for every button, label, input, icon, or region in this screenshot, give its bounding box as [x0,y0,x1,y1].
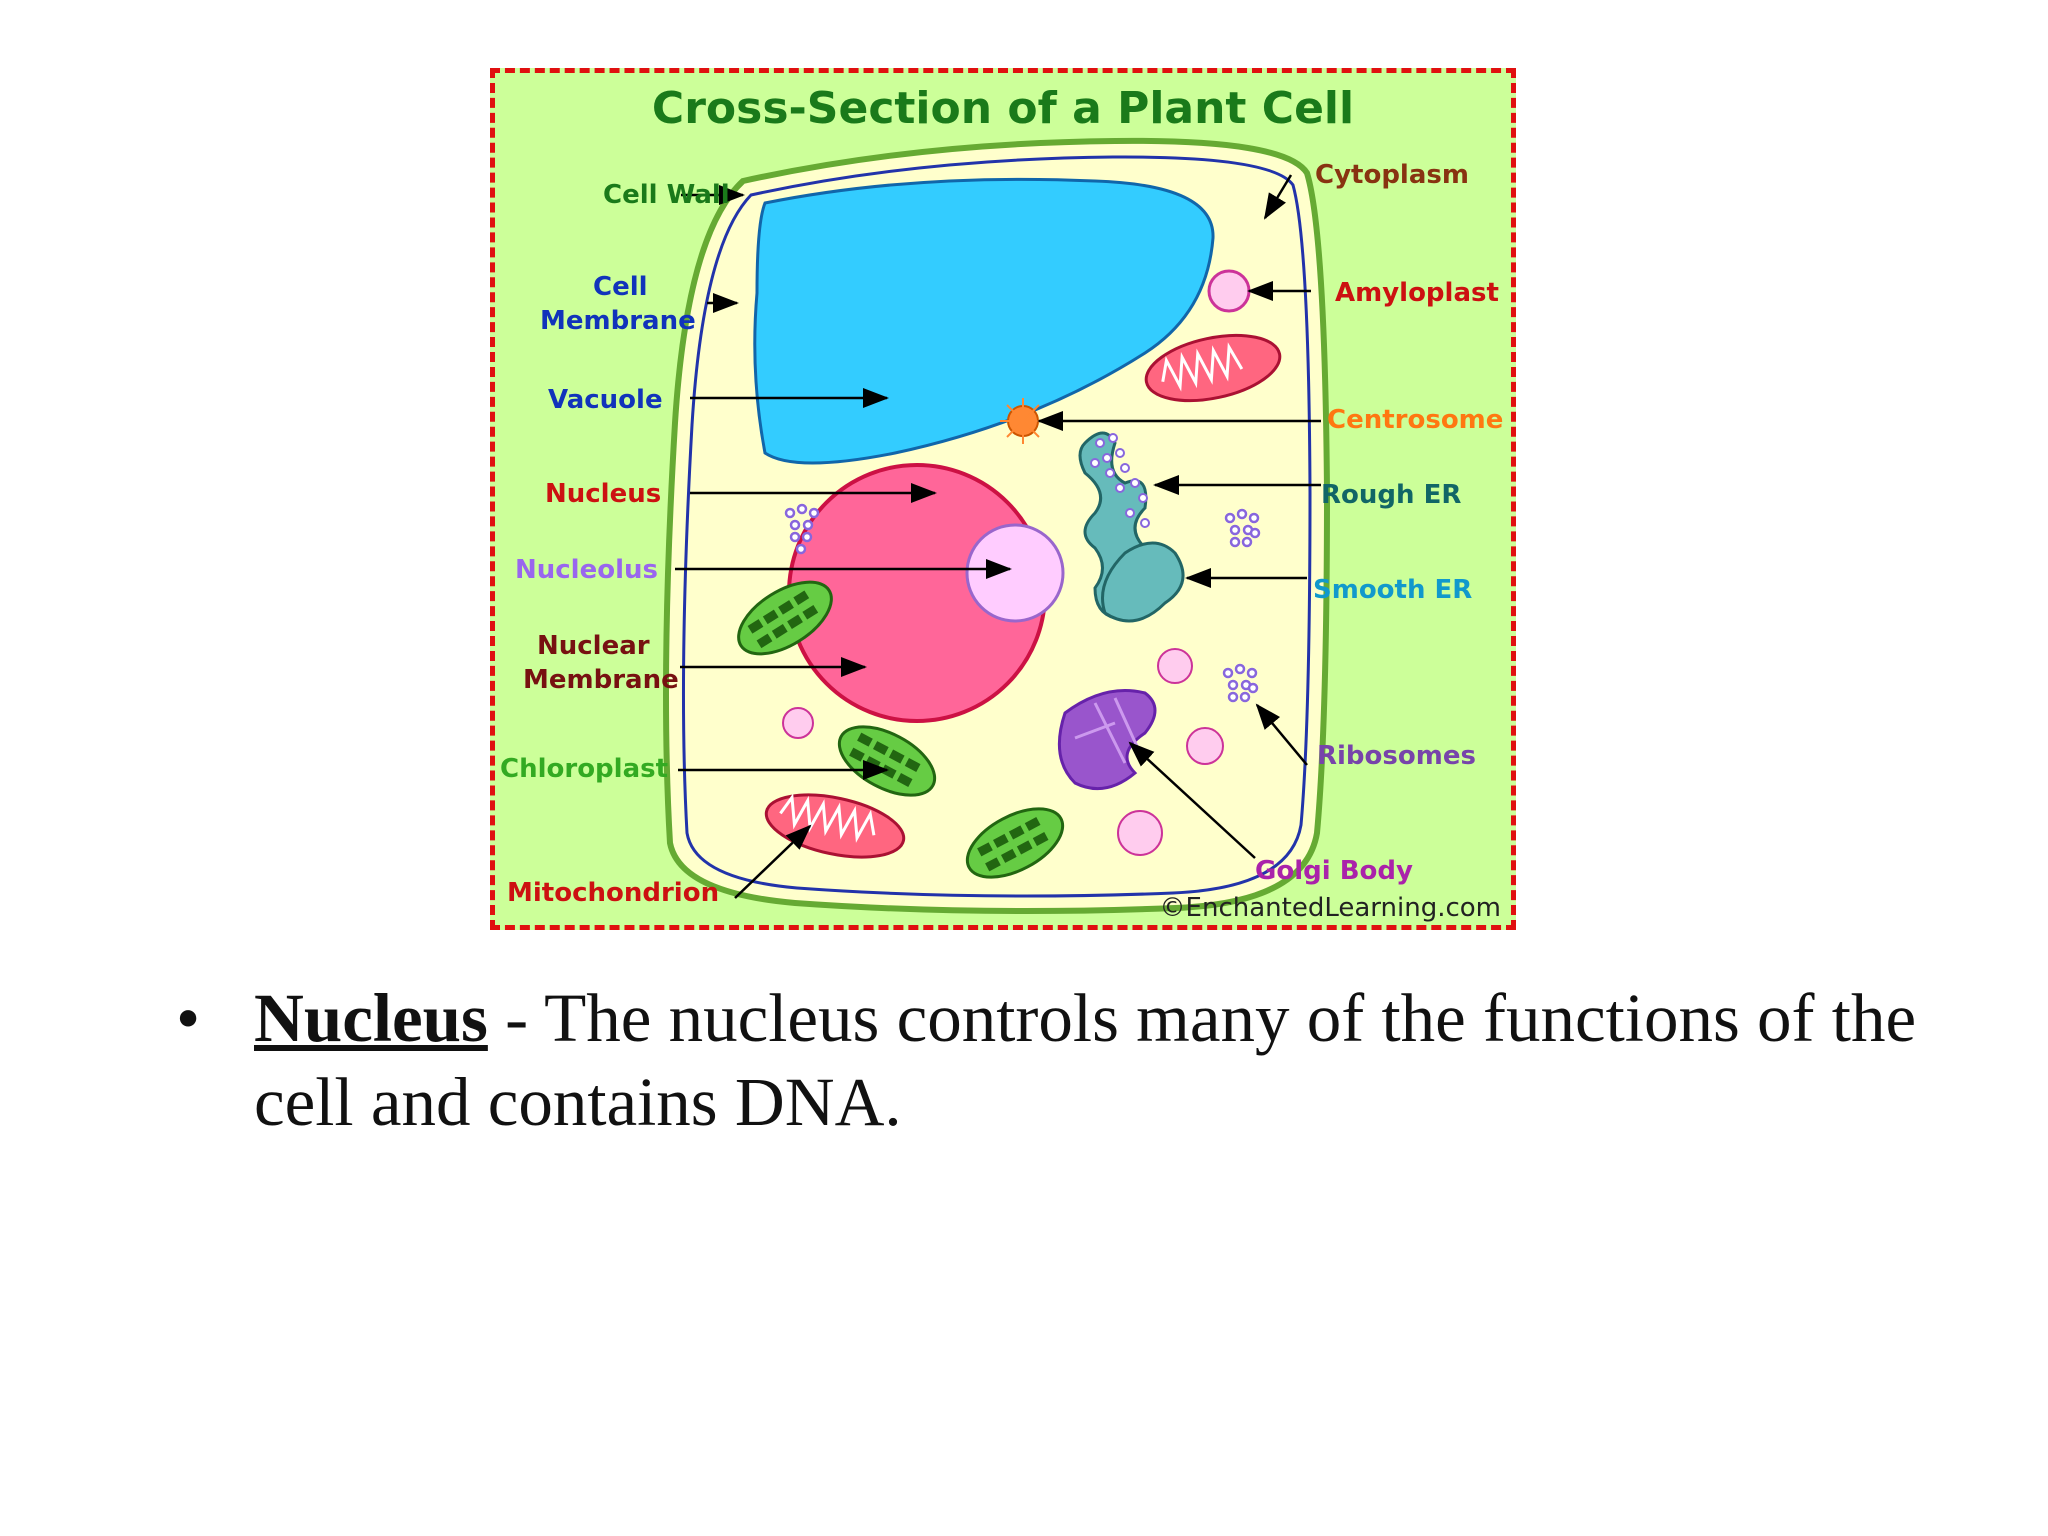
plant-cell-svg: Cross-Section of a Plant Cell [500,83,1503,923]
label-cell-wall: Cell Wall [603,180,730,210]
copyright-text: ©EnchantedLearning.com [1160,893,1501,923]
ribosome-cluster-lower [1222,663,1259,703]
label-smooth-er: Smooth ER [1313,575,1472,605]
label-nucleolus: Nucleolus [515,555,658,585]
label-amyloplast: Amyloplast [1335,278,1499,308]
label-rough-er: Rough ER [1321,480,1461,510]
ribosome-cluster-right [1224,508,1261,548]
label-cell-membrane-line1: Cell [593,272,648,302]
nucleolus [965,523,1065,623]
bullet-term: Nucleus [254,980,488,1056]
cell-membrane [681,155,1312,898]
leader-lines [675,174,1321,899]
label-centrosome: Centrosome [1327,405,1503,435]
mitochondrion [1144,333,1282,403]
label-ribosomes: Ribosomes [1317,741,1476,771]
label-nuclear-membrane-line1: Nuclear [537,631,650,661]
chloroplast-lower [965,807,1065,879]
label-golgi-body: Golgi Body [1255,856,1413,886]
label-mitochondrion: Mitochondrion [507,878,719,908]
bullet-text: Nucleus - The nucleus controls many of t… [254,976,1954,1144]
bullet-description: - The nucleus controls many of the funct… [254,980,1917,1140]
diagram-title: Cross-Section of a Plant Cell [652,83,1354,134]
chloroplast [737,580,833,656]
bullet-marker: • [176,980,201,1056]
label-cell-membrane-line2: Membrane [540,306,696,336]
rough-er [1078,431,1185,623]
label-cytoplasm: Cytoplasm [1315,160,1469,190]
plant-cell-diagram: Cross-Section of a Plant Cell [490,68,1516,930]
ribosome-cluster [784,503,820,555]
vesicles [782,648,1224,856]
amyloplast [1207,269,1251,313]
label-nucleus: Nucleus [545,479,661,509]
label-vacuole: Vacuole [548,385,663,415]
label-nuclear-membrane-line2: Membrane [523,665,679,695]
label-chloroplast: Chloroplast [500,754,668,784]
golgi-body [1057,689,1157,791]
